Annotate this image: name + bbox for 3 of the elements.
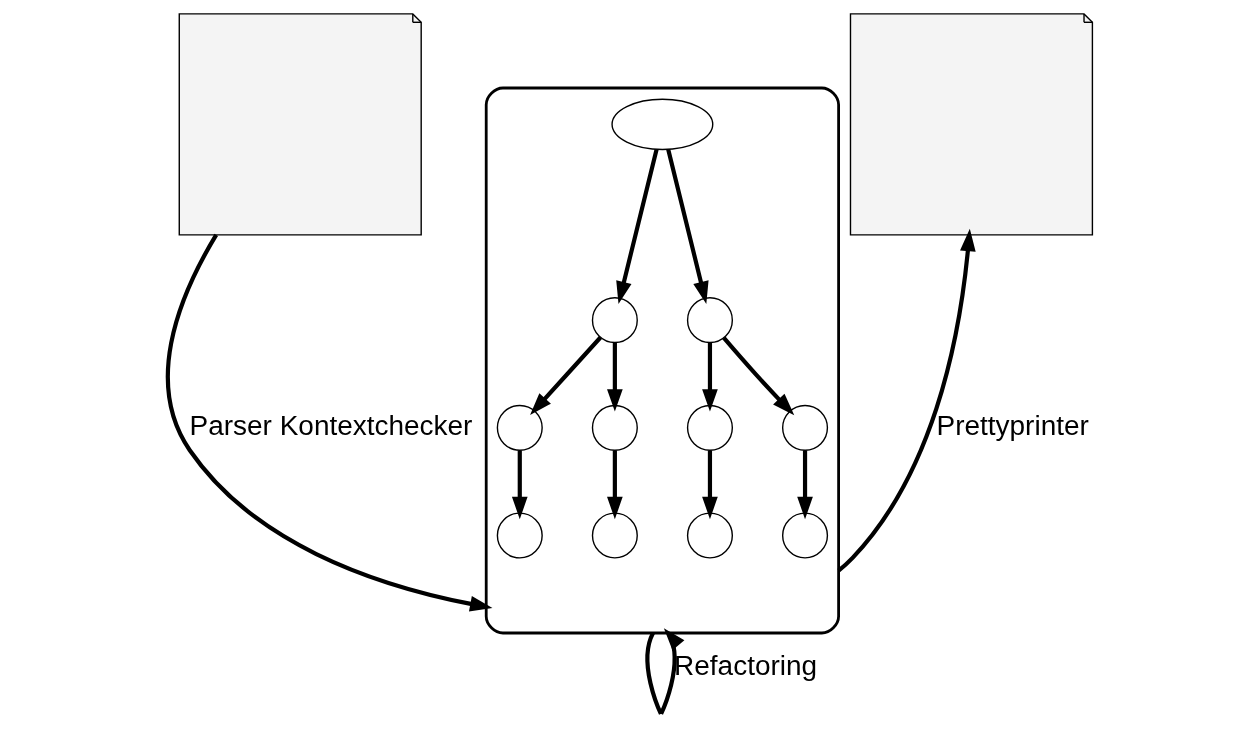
edge-label: Refactoring (674, 649, 818, 681)
edge-label: Prettyprinter (936, 409, 1089, 441)
edge-label: Parser Kontextchecker (189, 409, 473, 441)
